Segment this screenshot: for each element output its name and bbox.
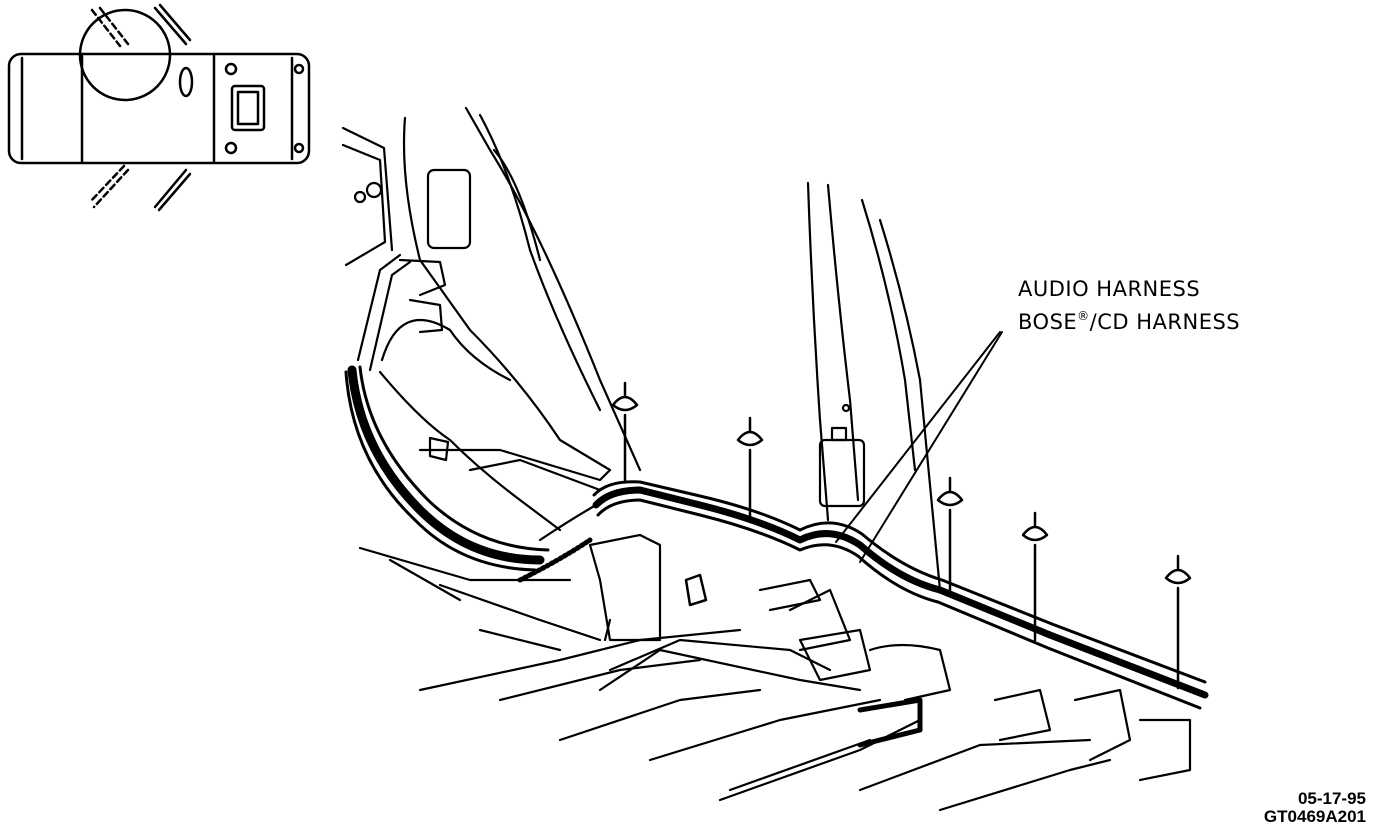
sill-harness-run	[592, 486, 1209, 699]
bose-name: BOSE	[1018, 310, 1078, 334]
harness-retainer-clips	[611, 381, 1192, 690]
figure-identifier: 05-17-95 GT0469A201	[1264, 790, 1366, 826]
pillar-access-opening	[426, 168, 472, 250]
registered-mark: ®	[1077, 309, 1090, 323]
figure-code: GT0469A201	[1263, 806, 1366, 826]
location-highlight-circle	[78, 8, 172, 102]
callout-leader-lines	[835, 331, 1003, 563]
cd-harness-text: /CD HARNESS	[1089, 310, 1241, 334]
vehicle-outline	[7, 52, 311, 165]
main-harness-bundle	[347, 365, 545, 565]
vehicle-locator-inset	[7, 3, 311, 212]
figure-date: 05-17-95	[1297, 789, 1366, 808]
bose-cd-harness-label: BOSE®/CD HARNESS	[1018, 310, 1240, 333]
audio-harness-label: AUDIO HARNESS	[1018, 277, 1201, 301]
vehicle-interior-illustration	[341, 106, 1209, 812]
